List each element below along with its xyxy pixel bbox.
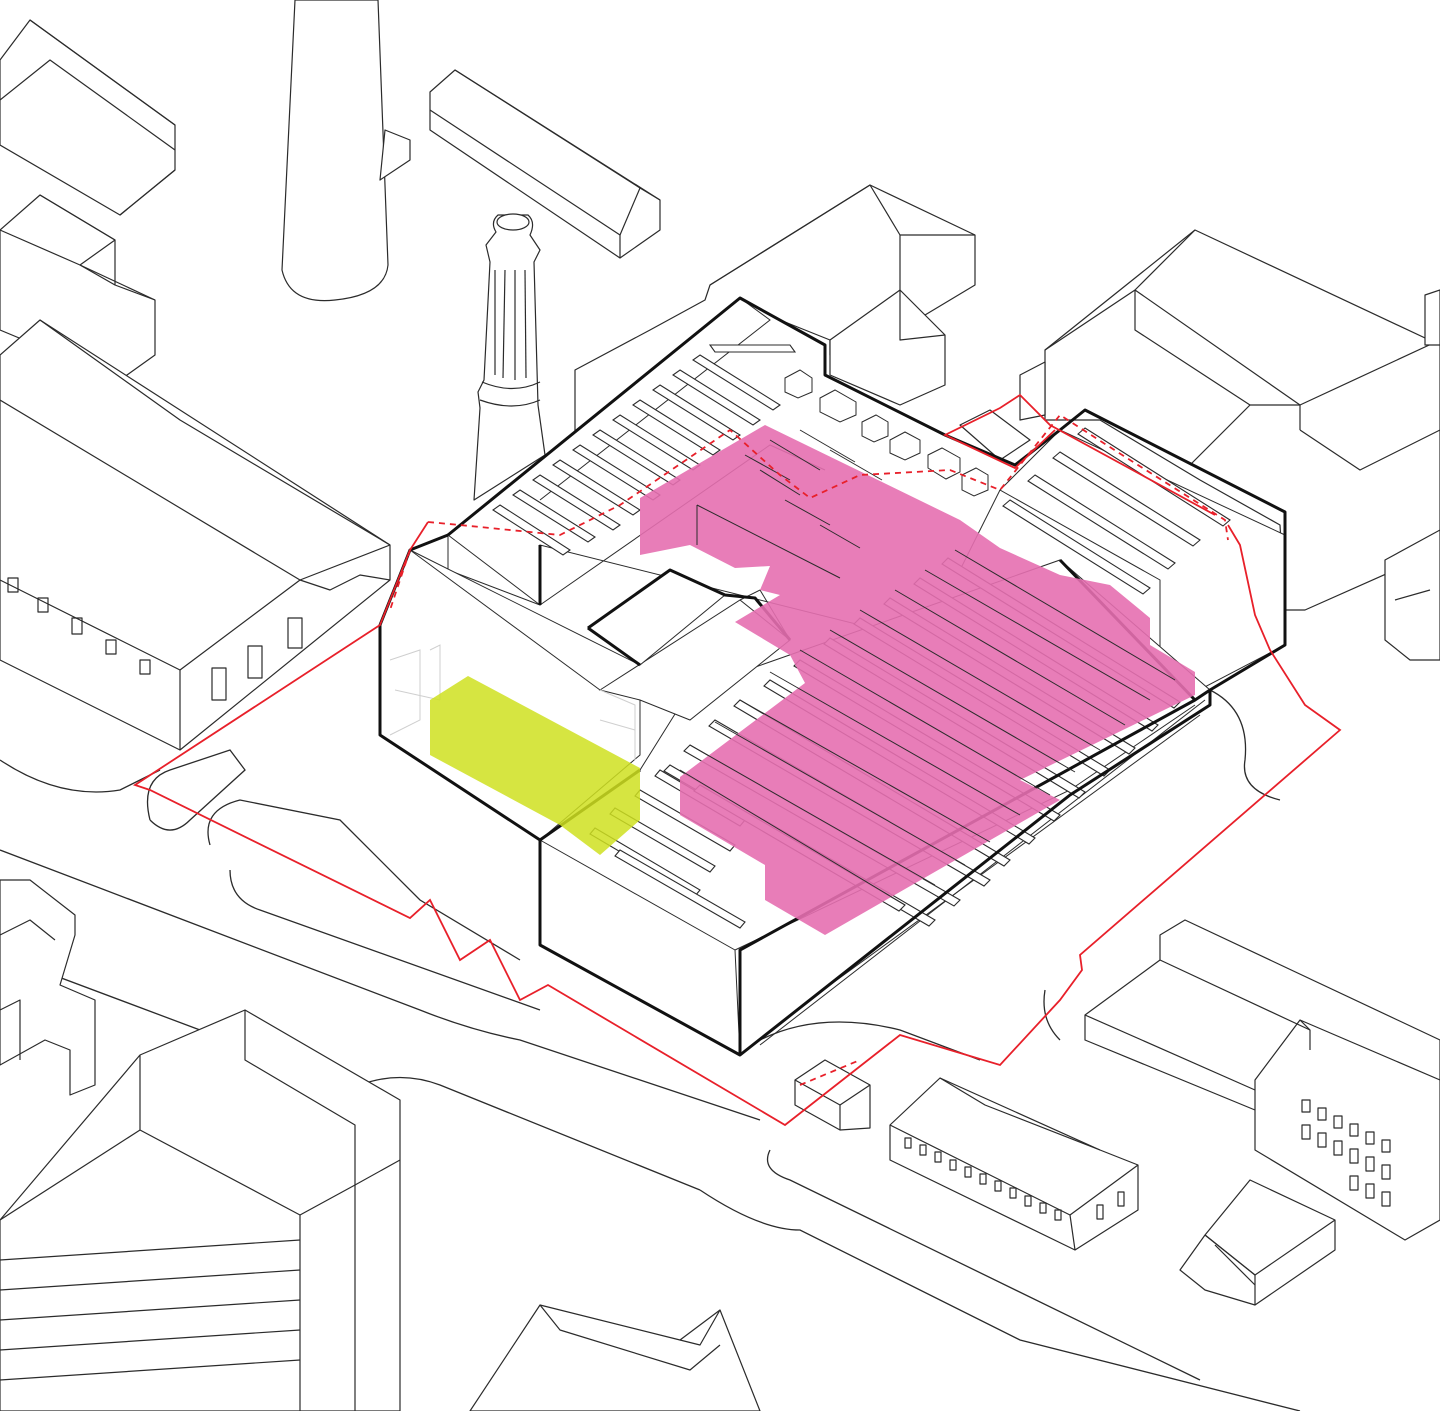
- building-left-hall: [0, 319, 391, 751]
- building-bottom-center: [469, 1304, 761, 1411]
- highlight-lime-zone: [430, 676, 640, 855]
- building-behind-east: [959, 361, 1046, 461]
- building-top-left: [0, 19, 176, 216]
- chimney-tall: [281, 0, 389, 302]
- building-south-long: [889, 1077, 1139, 1251]
- facade-ornament: [389, 644, 636, 760]
- loop-road: [146, 749, 246, 831]
- building-east-office: [1084, 919, 1440, 1241]
- building-right-sheds: [1044, 229, 1440, 611]
- building-right-top-corner: [1424, 289, 1440, 346]
- rooftop-units: [784, 369, 989, 497]
- north-wing-outline: [447, 296, 1287, 692]
- site-boundary: [132, 393, 1342, 1127]
- road-south-2: [766, 1149, 1201, 1381]
- magenta-overlay-strips: [679, 429, 1176, 906]
- inner-road: [207, 799, 521, 961]
- road-east-curve: [1209, 689, 1281, 801]
- road-se: [759, 1021, 981, 1061]
- building-bottom-left-tower: [0, 1009, 401, 1411]
- north-wing-skylights: [492, 344, 797, 556]
- highlight-zones: [430, 425, 1195, 935]
- chimney-ornate: [473, 213, 546, 501]
- road-east: [1043, 989, 1061, 1041]
- building-top-center: [429, 69, 661, 259]
- site-boundary-solid: [132, 393, 1342, 1127]
- south-wing-outline: [538, 558, 1212, 1057]
- highlight-magenta-zone: [640, 425, 1195, 935]
- road-south: [699, 1189, 1301, 1411]
- building-south-house: [1179, 1179, 1336, 1306]
- building-left-ornate: [0, 879, 96, 1096]
- side-road-left: [0, 759, 161, 793]
- gatehouse: [794, 1059, 871, 1131]
- building-top-center-small: [379, 129, 411, 181]
- main-road-upper-edge: [0, 849, 761, 1121]
- curved-road-bottom: [229, 869, 541, 1011]
- building-behind-north-2: [829, 289, 946, 406]
- building-right-small-stack: [1384, 529, 1440, 661]
- site-boundary-dashed: [389, 413, 1229, 1086]
